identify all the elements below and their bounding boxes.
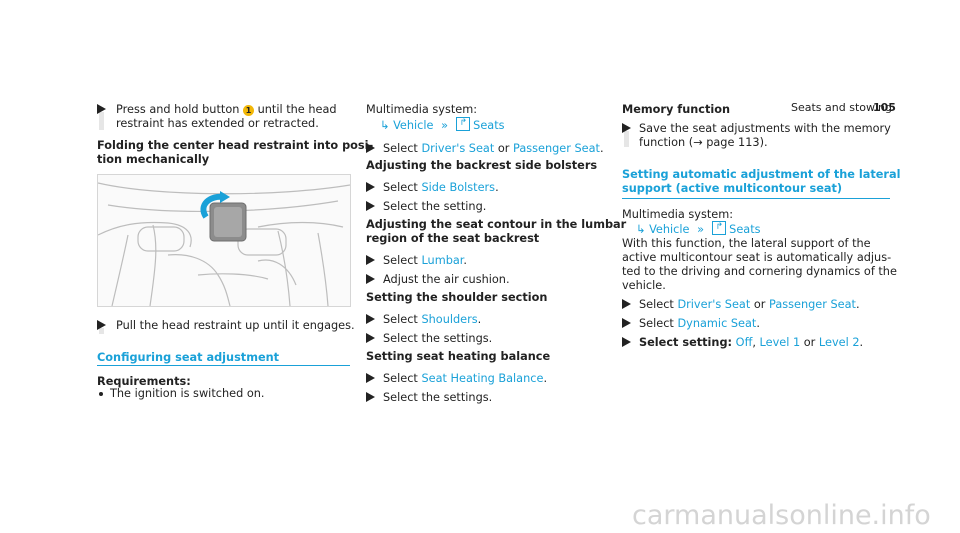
option-seat-heating-balance: Seat Heating Balance <box>421 372 544 385</box>
subheading: Memory function <box>622 103 731 116</box>
page-number: 105 <box>873 101 896 114</box>
option-drivers-seat: Driver's Seat <box>677 298 751 311</box>
subheading: tion mechanically <box>97 153 210 166</box>
step-arrow-icon <box>622 318 631 328</box>
callout-1-badge: 1 <box>243 105 254 116</box>
paragraph-line: vehicle. <box>622 279 666 292</box>
step-arrow-icon <box>622 299 631 309</box>
step-guide-bar <box>99 112 104 130</box>
heading-rule <box>622 198 890 199</box>
section-heading: Configuring seat adjustment <box>97 351 280 364</box>
step-text: Select setting: Off, Level 1 or Level 2. <box>639 336 864 349</box>
requirement-item: The ignition is switched on. <box>110 387 265 400</box>
header-section: Seats and stowing <box>791 101 893 114</box>
nav-arrow-icon: ↳ <box>380 119 390 132</box>
step-arrow-icon <box>366 373 375 383</box>
option-dynamic-seat: Dynamic Seat <box>677 317 757 330</box>
bullet-icon <box>99 392 103 396</box>
step-text: Select Lumbar. <box>383 254 468 267</box>
subheading: Folding the center head restraint into p… <box>97 139 374 152</box>
step-text: Select the setting. <box>383 200 487 213</box>
step-guide-bar <box>99 328 104 334</box>
step-text: Select Side Bolsters. <box>383 181 499 194</box>
section-heading: support (active multicontour seat) <box>622 182 843 195</box>
step-arrow-icon <box>366 182 375 192</box>
requirements-label: Requirements: <box>97 375 191 388</box>
subheading: Setting the shoulder section <box>366 291 548 304</box>
step-text: Press and hold button 1 until the head <box>116 103 337 116</box>
heading-rule <box>97 365 350 366</box>
option-passenger-seat: Passenger Seat <box>769 298 856 311</box>
step-arrow-icon <box>366 333 375 343</box>
step-text: function (→ page 113). <box>639 136 768 149</box>
paragraph-line: With this function, the lateral support … <box>622 237 871 250</box>
step-text: restraint has extended or retracted. <box>116 117 319 130</box>
nav-path: ↳ Vehicle » ↱ Seats <box>380 117 505 133</box>
nav-vehicle: Vehicle <box>649 223 690 236</box>
nav-seats: Seats <box>729 223 761 236</box>
section-heading: Setting automatic adjustment of the late… <box>622 168 901 181</box>
nav-path: ↳ Vehicle » ↱ Seats <box>636 221 761 237</box>
step-text: Select the settings. <box>383 332 493 345</box>
step-arrow-icon <box>366 274 375 284</box>
step-arrow-icon <box>622 337 631 347</box>
seat-icon: ↱ <box>711 221 726 235</box>
option-drivers-seat: Driver's Seat <box>421 142 495 155</box>
double-chevron-icon: » <box>697 223 704 236</box>
multimedia-label: Multimedia system: <box>622 208 734 221</box>
step-text: Select the settings. <box>383 391 493 404</box>
step-text: Adjust the air cushion. <box>383 273 510 286</box>
step-text: Select Dynamic Seat. <box>639 317 760 330</box>
option-side-bolsters: Side Bolsters <box>421 181 496 194</box>
head-restraint-illustration <box>97 174 351 307</box>
step-text: Save the seat adjustments with the memor… <box>639 122 891 135</box>
double-chevron-icon: » <box>441 119 448 132</box>
subheading: Adjusting the backrest side bolsters <box>366 159 598 172</box>
paragraph-line: ted to the driving and cornering dynamic… <box>622 265 897 278</box>
option-off: Off <box>735 336 753 349</box>
subheading: Setting seat heating balance <box>366 350 551 363</box>
step-arrow-icon <box>366 255 375 265</box>
step-text: Pull the head restraint up until it enga… <box>116 319 355 332</box>
step-text: Select Shoulders. <box>383 313 482 326</box>
step-arrow-icon <box>366 392 375 402</box>
step-guide-bar <box>624 131 629 147</box>
watermark-text: carmanualsonline.info <box>632 500 931 531</box>
car-interior-drawing <box>98 182 350 306</box>
step-arrow-icon <box>97 320 106 330</box>
option-shoulders: Shoulders <box>421 313 478 326</box>
step-arrow-icon <box>366 314 375 324</box>
option-lumbar: Lumbar <box>421 254 464 267</box>
multimedia-label: Multimedia system: <box>366 103 478 116</box>
step-arrow-icon <box>97 104 106 114</box>
nav-arrow-icon: ↳ <box>636 223 646 236</box>
nav-vehicle: Vehicle <box>393 119 434 132</box>
option-passenger-seat: Passenger Seat <box>513 142 600 155</box>
step-text: Select Driver's Seat or Passenger Seat. <box>383 142 604 155</box>
step-arrow-icon <box>366 143 375 153</box>
step-arrow-icon <box>366 201 375 211</box>
subheading: Adjusting the seat contour in the lumbar <box>366 218 627 231</box>
step-text: Select Seat Heating Balance. <box>383 372 548 385</box>
step-text: Select Driver's Seat or Passenger Seat. <box>639 298 860 311</box>
seat-icon: ↱ <box>455 117 470 131</box>
step-arrow-icon <box>622 123 631 133</box>
nav-seats: Seats <box>473 119 505 132</box>
paragraph-line: active multicontour seat is automaticall… <box>622 251 892 264</box>
option-level-1: Level 1 <box>759 336 801 349</box>
option-level-2: Level 2 <box>818 336 860 349</box>
subheading: region of the seat backrest <box>366 232 540 245</box>
